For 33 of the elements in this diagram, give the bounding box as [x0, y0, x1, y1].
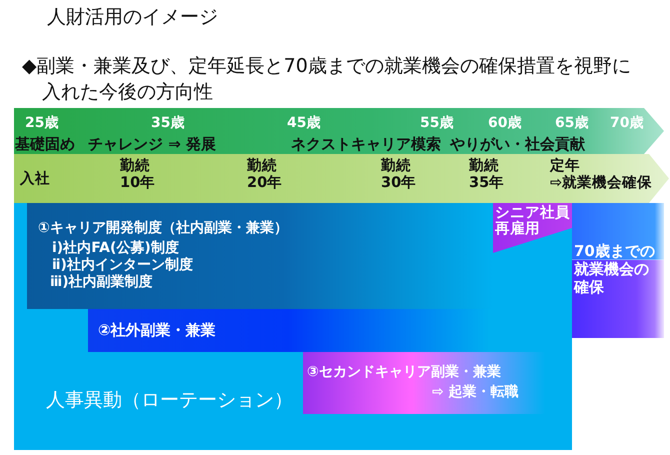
tenure-label: 勤続20年 [247, 158, 284, 192]
employment-label: 70歳までの就業機会の確保 [574, 242, 656, 296]
side-job-label: ②社外副業・兼業 [98, 321, 216, 339]
phase-label: チャレンジ ⇒ 発展 [88, 135, 216, 153]
tenure-label: 勤続30年 [381, 158, 418, 192]
milestone-label: 定年 [550, 158, 580, 174]
phase-label: 基礎固め [15, 135, 75, 153]
age-label: 55歳 [420, 115, 454, 131]
career-stage-band [14, 108, 664, 154]
program-heading: ①キャリア開発制度（社内副業・兼業） [38, 220, 288, 237]
age-label: 35歳 [151, 115, 184, 131]
senior-rehire-label: シニア社員再雇用 [495, 205, 571, 237]
career-change-label: ⇨ 起業・転職 [432, 384, 519, 401]
age-label: 60歳 [488, 115, 522, 131]
second-career-label: ③セカンドキャリア副業・兼業 [307, 364, 501, 381]
lead-text: ◆副業・兼業及び、定年延長と70歳までの就業機会の確保措置を視野に入れた今後の方向性 [22, 54, 632, 105]
age-label: 25歳 [25, 115, 58, 131]
second-career-panel [303, 352, 545, 414]
page-title: 人財活用のイメージ [47, 5, 218, 29]
phase-label: ネクストキャリア模索 [291, 135, 441, 153]
age-label: 45歳 [287, 115, 320, 131]
phase-label: やりがい・社会貢献 [450, 135, 585, 153]
age-label: 65歳 [555, 115, 588, 131]
tenure-label: 勤続10年 [120, 158, 156, 192]
milestone-label: 入社 [20, 171, 50, 188]
milestone-label: ⇨就業機会確保 [550, 175, 652, 192]
program-item: ⅰ)社内FA(公募)制度 [52, 240, 179, 256]
program-item: ⅲ)社内副業制度 [50, 274, 153, 291]
rotation-area [14, 203, 572, 450]
program-item: ⅱ)社内インターン制度 [52, 257, 193, 274]
rotation-label: 人事異動（ローテーション） [46, 388, 293, 412]
tenure-label: 勤続35年 [469, 158, 506, 192]
age-label: 70歳 [610, 115, 644, 131]
